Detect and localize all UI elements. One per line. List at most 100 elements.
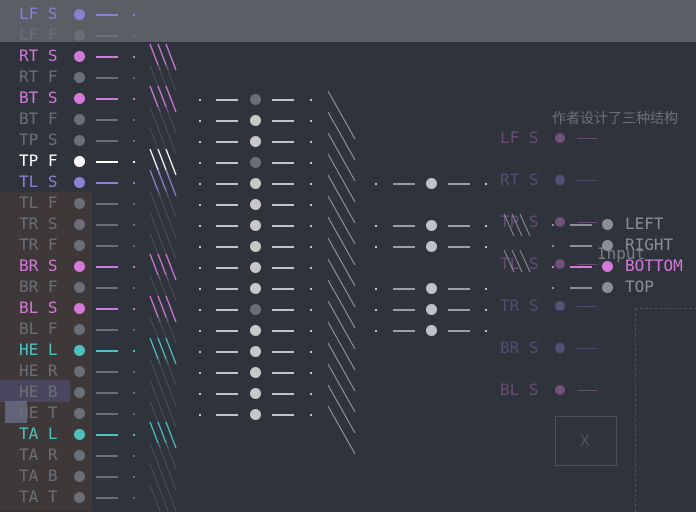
hidden1-connector-in xyxy=(216,414,238,416)
output-label: RIGHT xyxy=(625,235,674,254)
input-label: BR F xyxy=(19,277,58,296)
output-tick xyxy=(552,287,554,289)
input-wire xyxy=(165,358,177,386)
hidden1-node[interactable] xyxy=(250,94,261,105)
hidden1-node[interactable] xyxy=(250,325,261,336)
input-connector xyxy=(96,392,118,394)
hidden1-node[interactable] xyxy=(250,367,261,378)
input-node[interactable] xyxy=(74,156,85,167)
input-node[interactable] xyxy=(74,282,85,293)
hidden1-tick-in xyxy=(199,372,201,374)
input-label: HE B xyxy=(19,382,58,401)
input-connector xyxy=(96,371,118,373)
output-node[interactable] xyxy=(602,219,613,230)
input-node[interactable] xyxy=(74,51,85,62)
input-tick xyxy=(133,476,135,478)
hidden1-wire xyxy=(327,174,356,224)
hidden1-node[interactable] xyxy=(250,115,261,126)
background-frame xyxy=(635,308,696,512)
hidden1-node[interactable] xyxy=(250,409,261,420)
input-label: BT S xyxy=(19,88,58,107)
input-connector xyxy=(96,161,118,163)
hidden1-connector-out xyxy=(272,99,294,101)
ghost-label: TR S xyxy=(500,296,539,315)
input-node[interactable] xyxy=(74,450,85,461)
hidden2-wire xyxy=(511,249,523,273)
output-node[interactable] xyxy=(602,240,613,251)
input-node[interactable] xyxy=(74,198,85,209)
hidden2-node[interactable] xyxy=(426,220,437,231)
hidden1-node[interactable] xyxy=(250,157,261,168)
hidden2-node[interactable] xyxy=(426,325,437,336)
input-node[interactable] xyxy=(74,345,85,356)
hidden1-connector-out xyxy=(272,162,294,164)
input-node[interactable] xyxy=(74,219,85,230)
input-node[interactable] xyxy=(74,303,85,314)
hidden1-node[interactable] xyxy=(250,346,261,357)
input-label: RT F xyxy=(19,67,58,86)
ghost-node xyxy=(555,133,565,143)
input-node[interactable] xyxy=(74,492,85,503)
hidden2-node[interactable] xyxy=(426,304,437,315)
hidden2-wire xyxy=(503,213,515,237)
input-node[interactable] xyxy=(74,429,85,440)
input-node[interactable] xyxy=(74,93,85,104)
input-tick xyxy=(133,161,135,163)
hidden1-tick-out xyxy=(310,183,312,185)
input-node[interactable] xyxy=(74,366,85,377)
input-wire xyxy=(165,106,177,134)
hidden1-node[interactable] xyxy=(250,241,261,252)
input-node[interactable] xyxy=(74,9,85,20)
output-node[interactable] xyxy=(602,282,613,293)
input-wire xyxy=(165,169,177,197)
hidden1-tick-in xyxy=(199,183,201,185)
input-node[interactable] xyxy=(74,261,85,272)
ghost-connector xyxy=(577,138,597,139)
input-node[interactable] xyxy=(74,177,85,188)
input-node[interactable] xyxy=(74,240,85,251)
input-wire xyxy=(165,316,177,344)
hidden1-node[interactable] xyxy=(250,220,261,231)
hidden1-connector-out xyxy=(272,225,294,227)
input-node[interactable] xyxy=(74,30,85,41)
output-connector xyxy=(570,287,592,289)
hidden1-node[interactable] xyxy=(250,199,261,210)
input-node[interactable] xyxy=(74,387,85,398)
hidden1-connector-in xyxy=(216,309,238,311)
hidden1-node[interactable] xyxy=(250,178,261,189)
input-connector xyxy=(96,266,118,268)
hidden1-connector-out xyxy=(272,141,294,143)
hidden2-node[interactable] xyxy=(426,283,437,294)
hidden1-node[interactable] xyxy=(250,283,261,294)
hidden1-connector-in xyxy=(216,246,238,248)
input-connector xyxy=(96,287,118,289)
hidden1-node[interactable] xyxy=(250,262,261,273)
hidden2-node[interactable] xyxy=(426,241,437,252)
input-tick xyxy=(133,35,135,37)
input-node[interactable] xyxy=(74,408,85,419)
hidden1-node[interactable] xyxy=(250,136,261,147)
input-node[interactable] xyxy=(74,324,85,335)
input-label: BT F xyxy=(19,109,58,128)
input-node[interactable] xyxy=(74,114,85,125)
input-node[interactable] xyxy=(74,135,85,146)
input-node[interactable] xyxy=(74,72,85,83)
input-tick xyxy=(133,287,135,289)
ghost-label: TP S xyxy=(500,212,539,231)
hidden2-connector-in xyxy=(393,225,415,227)
hidden1-tick-out xyxy=(310,309,312,311)
hidden2-node[interactable] xyxy=(426,178,437,189)
input-connector xyxy=(96,182,118,184)
input-node[interactable] xyxy=(74,471,85,482)
input-label: BL S xyxy=(19,298,58,317)
hidden2-tick-out xyxy=(485,246,487,248)
hidden1-node[interactable] xyxy=(250,388,261,399)
input-connector xyxy=(96,77,118,79)
input-tick xyxy=(133,266,135,268)
hidden1-node[interactable] xyxy=(250,304,261,315)
input-connector xyxy=(96,308,118,310)
hidden1-tick-in xyxy=(199,267,201,269)
output-node[interactable] xyxy=(602,261,613,272)
input-wire xyxy=(165,43,177,71)
